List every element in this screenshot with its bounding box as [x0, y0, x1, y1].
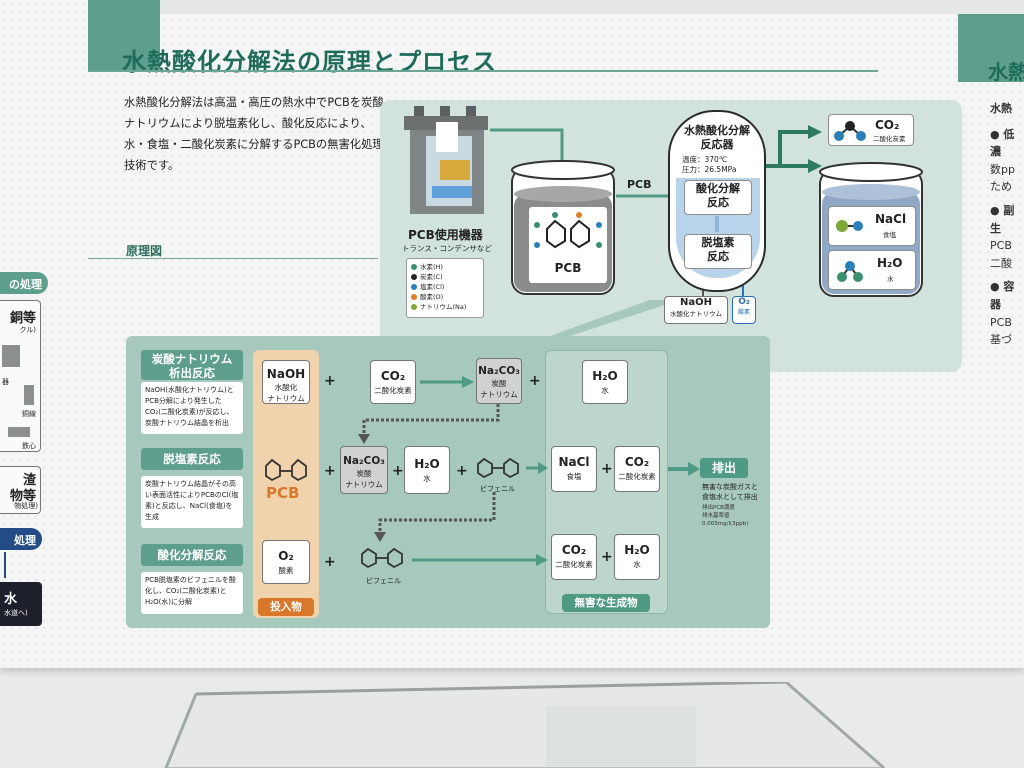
pcb-molecule-small-icon: [265, 458, 307, 482]
reaction-2-desc: 炭酸ナトリウム結晶がその高い表面活性によりPCBのCl(塩素)と反応し、NaCl…: [141, 476, 243, 528]
left-box-3: 水 水道へ): [0, 582, 42, 626]
pcb-input-label: PCB: [266, 484, 300, 502]
legend-item: ナトリウム(Na): [411, 302, 479, 312]
legend-dot-icon: [411, 264, 417, 270]
biphenyl-icon: [477, 457, 519, 479]
plus-sign: +: [601, 549, 613, 565]
co2-molecule-icon: [834, 121, 866, 141]
flow-label-pcb: PCB: [627, 178, 652, 191]
top-strip: [88, 0, 1024, 14]
pcb-molecule-icon: [534, 212, 602, 249]
h2o-output-box: H₂O 水: [828, 250, 916, 290]
legend-item: 塩素(Cl): [411, 282, 479, 292]
reactor-inner-arrow: [715, 216, 719, 232]
plus-sign: +: [392, 463, 404, 479]
na2co3-box-2: Na₂CO₃ 炭酸 ナトリウム: [340, 446, 388, 494]
legend-item: 水素(H): [411, 262, 479, 272]
plus-sign: +: [324, 373, 336, 389]
nacl-output-box: NaCl 食塩: [828, 206, 916, 246]
pcb-tank-label: PCB: [554, 261, 582, 275]
reaction-1-desc: NaOH(水酸化ナトリウム)とPCB分解により発生したCO₂(二酸化炭素)が反応…: [141, 382, 243, 434]
biphenyl-label-1: ビフェニル: [480, 485, 515, 493]
co2-output-box: CO₂ 二酸化炭素: [828, 114, 914, 146]
reaction-1-title: 炭酸ナトリウム析出反応: [141, 350, 243, 380]
right-title: 水熱: [988, 60, 1024, 84]
na2co3-box-1: Na₂CO₃ 炭酸 ナトリウム: [476, 358, 522, 404]
left-box-2: 渣 物等 物処理): [0, 466, 41, 514]
products-label: 無害な生成物: [562, 594, 650, 612]
dotted-connector-2: [374, 492, 496, 542]
plus-sign: +: [601, 461, 613, 477]
reaction-3-desc: PCB脱塩素のビフェニルを酸化し、CO₂(二酸化炭素)とH₂O(水)に分解: [141, 572, 243, 614]
reactor-temp: 温度：370℃: [682, 155, 728, 164]
dechlorination-reaction-box: 脱塩素反応: [684, 234, 752, 269]
left-arrow-down: [4, 552, 6, 578]
discharge-arrow-icon: [668, 462, 700, 476]
biphenyl-label-2: ビフェニル: [366, 577, 401, 585]
title-tab: [88, 0, 160, 70]
equipment-sub: トランス・コンデンサなど: [402, 244, 492, 253]
left-tab-1: の処理: [0, 272, 48, 294]
plus-sign: +: [529, 373, 541, 389]
arrow-right-icon: [420, 376, 474, 388]
legend-item: 酸素(O): [411, 292, 479, 302]
inputs-label: 投入物: [258, 598, 314, 616]
discharge-label: 排出: [700, 458, 748, 478]
process-arrows: [490, 125, 822, 336]
plus-sign: +: [456, 463, 468, 479]
glass-showcase: [164, 682, 886, 768]
oxidation-reaction-box: 酸化分解反応: [684, 180, 752, 215]
legend-dot-icon: [411, 274, 417, 280]
reaction-2-title: 脱塩素反応: [141, 448, 243, 470]
reaction-3-title: 酸化分解反応: [141, 544, 243, 566]
right-title-tab: [958, 14, 1024, 82]
discharge-desc: 無害な炭酸ガスと食塩水として排出: [702, 483, 758, 501]
equipment-label: PCB使用機器: [408, 228, 483, 242]
arrow-right-icon: [526, 462, 548, 474]
h2o-molecule-icon: [837, 261, 863, 282]
diagram-label: 原理図: [126, 244, 163, 258]
reactor-title: 水熱酸化分解反応器: [684, 124, 750, 151]
diagram-rule: [88, 258, 378, 259]
pcb-equipment-illustration: [404, 106, 488, 214]
plus-sign: +: [324, 554, 336, 570]
legend-item: 炭素(C): [411, 272, 479, 282]
legend-dot-icon: [411, 304, 417, 310]
naoh-box: NaOH 水酸化 ナトリウム: [262, 360, 310, 404]
intro-text: 水熱酸化分解法は高温・高圧の熱水中でPCBを炭酸ナトリウムにより脱塩素化し、酸化…: [124, 96, 384, 172]
plus-sign: +: [324, 463, 336, 479]
arrow-right-icon: [412, 554, 548, 566]
legend-dot-icon: [411, 294, 417, 300]
atom-legend: 水素(H) 炭素(C) 塩素(Cl) 酸素(O) ナトリウム(Na): [406, 258, 484, 318]
dotted-connector-1: [358, 404, 500, 444]
reactor-pressure: 圧力：26.5MPa: [682, 165, 737, 174]
biphenyl-icon: [361, 547, 403, 569]
legend-dot-icon: [411, 284, 417, 290]
nacl-molecule-icon: [836, 220, 863, 232]
left-box-1: 銅等 クル) 器 銅線 鉄心: [0, 300, 41, 452]
title-rule: [88, 70, 878, 72]
pcb-tank-label-box: PCB: [528, 206, 608, 284]
left-tab-2: 処理: [0, 528, 42, 550]
right-column-text: 水熱 ● 低濃 数pp ため ● 副生 PCB 二酸 ● 容器 PCB 基づ: [990, 102, 1015, 347]
